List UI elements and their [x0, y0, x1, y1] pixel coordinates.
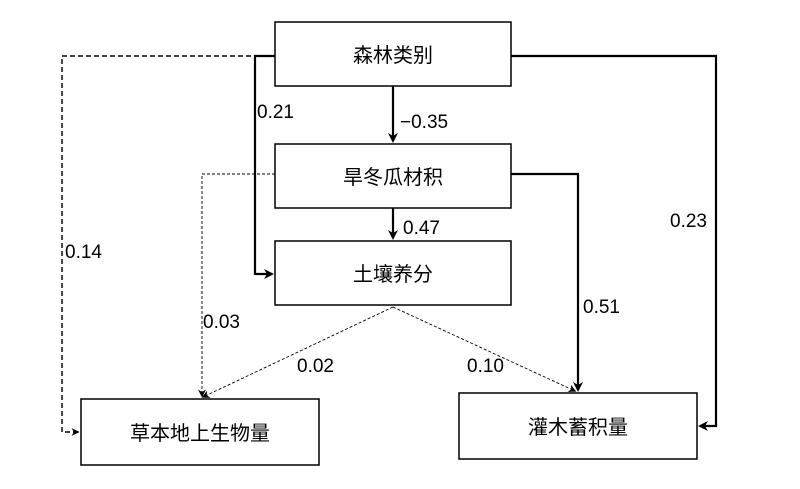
edge-forest-to-soil — [253, 54, 275, 279]
edge-forest-to-shrub — [511, 54, 718, 431]
node-forest-type-label: 森林类别 — [353, 43, 433, 67]
node-shrub-volume-label: 灌木蓄积量 — [528, 415, 628, 439]
node-forest-type: 森林类别 — [274, 21, 512, 87]
edge-soil-to-shrub — [392, 306, 577, 392]
node-dry-winter-gua-volume-label: 旱冬瓜材积 — [343, 165, 443, 189]
coef-soil-to-shrub: 0.10 — [467, 356, 504, 377]
coef-drywinter-to-shrub: 0.51 — [583, 297, 620, 318]
edge-forest-to-herb — [61, 55, 275, 436]
node-shrub-volume: 灌木蓄积量 — [458, 392, 698, 460]
node-soil-nutrients: 土壤养分 — [274, 240, 512, 306]
coef-forest-to-soil: 0.21 — [257, 102, 294, 123]
coef-forest-to-herb: 0.14 — [65, 242, 102, 263]
coef-forest-to-drywinter: −0.35 — [400, 112, 448, 133]
edge-soil-to-herb — [201, 306, 394, 398]
node-herb-biomass: 草本地上生物量 — [80, 398, 320, 466]
node-herb-biomass-label: 草本地上生物量 — [130, 421, 270, 445]
coef-drywinter-to-herb: 0.03 — [203, 312, 240, 333]
node-soil-nutrients-label: 土壤养分 — [353, 262, 433, 286]
edge-drywinter-to-herb — [198, 173, 275, 398]
node-dry-winter-gua-volume: 旱冬瓜材积 — [274, 143, 512, 209]
coef-drywinter-to-soil: 0.47 — [403, 218, 440, 239]
coef-forest-to-shrub: 0.23 — [670, 211, 707, 232]
edge-drywinter-to-shrub — [511, 172, 583, 392]
coef-soil-to-herb: 0.02 — [297, 356, 334, 377]
